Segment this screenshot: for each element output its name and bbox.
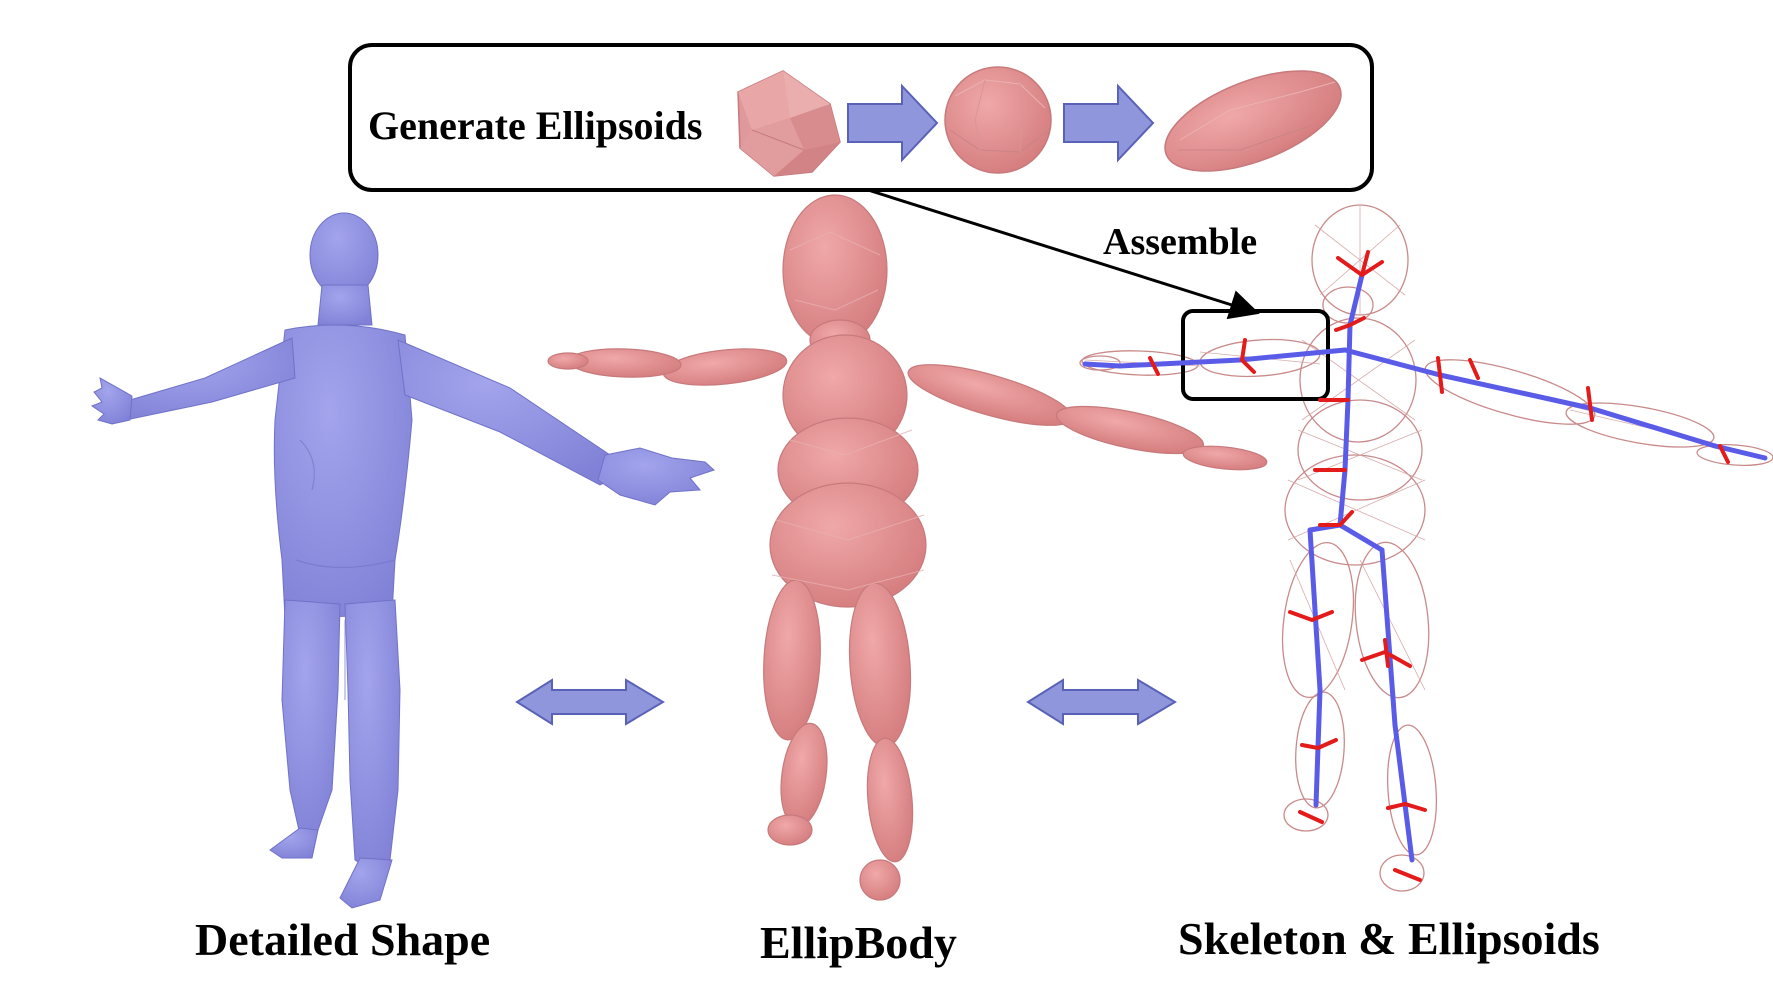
assemble-connector: Assemble bbox=[867, 188, 1260, 320]
assemble-label: Assemble bbox=[1103, 221, 1257, 263]
bidirectional-arrow-icon bbox=[515, 678, 665, 726]
sphere-icon bbox=[944, 66, 1052, 174]
caption-skeleton-ellipsoids: Skeleton & Ellipsoids bbox=[1178, 913, 1600, 964]
detailed-shape-body bbox=[90, 212, 715, 909]
caption-ellipbody: EllipBody bbox=[760, 917, 957, 968]
shoulder-highlight-box bbox=[1181, 309, 1330, 401]
skeleton-ellipsoids-model bbox=[1079, 204, 1773, 892]
generate-ellipsoids-box: Generate Ellipsoids bbox=[348, 43, 1374, 192]
joint-axes bbox=[1148, 250, 1730, 882]
ellipsoid-icon bbox=[1164, 70, 1342, 172]
caption-detailed-shape: Detailed Shape bbox=[195, 914, 490, 965]
wireframe-ellipsoids bbox=[1079, 204, 1773, 892]
right-arrow-icon bbox=[847, 83, 939, 163]
icosahedron-icon bbox=[737, 70, 841, 177]
generate-ellipsoids-label: Generate Ellipsoids bbox=[368, 103, 702, 148]
bidirectional-arrow-icon bbox=[1026, 678, 1177, 726]
ellipbody-model bbox=[547, 194, 1268, 901]
skeleton-bones bbox=[1082, 272, 1768, 863]
ellipbody-facets bbox=[771, 231, 925, 591]
right-arrow-icon bbox=[1063, 83, 1155, 163]
detailed-shape-shading bbox=[295, 439, 396, 700]
